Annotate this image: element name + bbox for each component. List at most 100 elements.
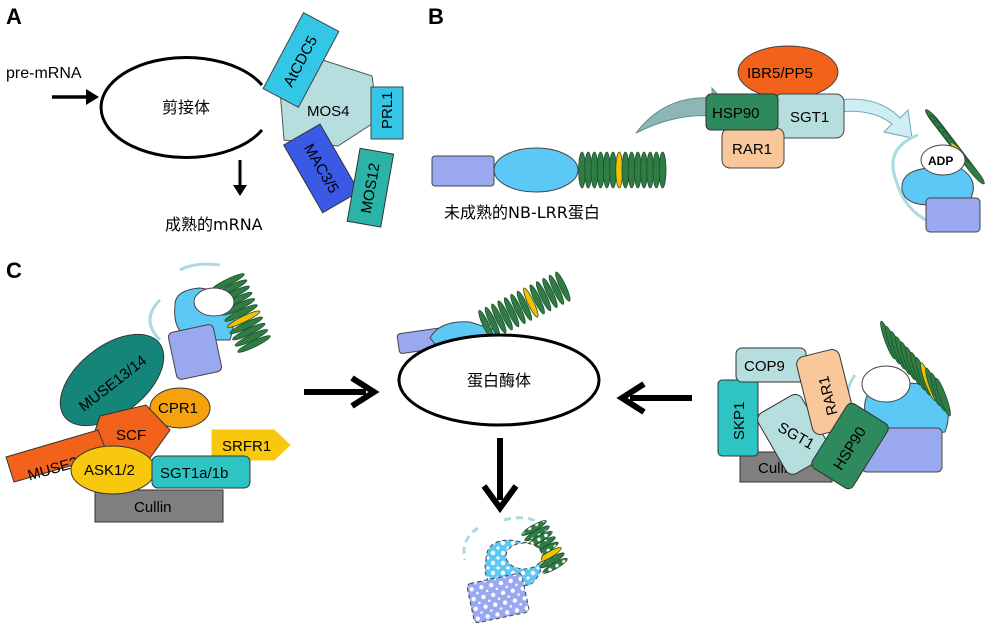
- mature-mrna-arrowhead: [233, 185, 247, 196]
- proteasome-shape: [397, 333, 601, 427]
- right-white-cap: [861, 365, 911, 403]
- rar1-label-b: RAR1: [732, 141, 772, 158]
- immature-lrr-domain: [578, 151, 667, 189]
- lrr-yellow-repeat: [226, 310, 261, 328]
- lrr-repeat: [529, 284, 545, 315]
- lrr-repeat: [658, 151, 667, 189]
- lrr-repeat: [590, 151, 599, 189]
- lrr-repeat: [516, 290, 533, 321]
- left-lavender-domain: [167, 324, 223, 380]
- lrr-repeat: [621, 151, 630, 189]
- lrr-repeat: [602, 151, 611, 189]
- hsp90-label-b: HSP90: [712, 105, 760, 122]
- lrr-repeat: [935, 377, 951, 417]
- curved-arrow-out: [837, 98, 913, 139]
- cpr1-shape: [149, 387, 211, 429]
- lrr-repeat: [503, 297, 520, 328]
- left-white-cap: [193, 287, 235, 317]
- hsp90-shape-c: [811, 402, 889, 490]
- lrr-repeat: [555, 271, 571, 302]
- right-lrr-domain: [880, 320, 951, 417]
- mac35-group: MAC3/5: [282, 123, 360, 214]
- lrr-repeat: [510, 294, 526, 324]
- degraded-linker-top: [503, 516, 541, 526]
- lrr-repeat: [640, 151, 648, 189]
- mos4-label: MOS4: [307, 103, 350, 120]
- lrr-repeat: [232, 322, 266, 341]
- skp1-label: SKP1: [731, 402, 748, 440]
- prl1-label: PRL1: [379, 91, 396, 129]
- left-linker-top: [179, 262, 221, 272]
- mature-blue-domain-b: [901, 167, 974, 206]
- arrowhead-down: [481, 484, 519, 514]
- atcdc5-shape: [262, 11, 340, 109]
- prl1-shape: [370, 86, 404, 140]
- panel-b-label: B: [428, 4, 444, 29]
- pre-mrna-arrowhead: [86, 89, 99, 105]
- pre-mrna-label: pre-mRNA: [6, 65, 82, 82]
- mature-mrna-label: 成熟的mRNA: [165, 215, 263, 234]
- degraded-lavender-domain: [466, 572, 530, 624]
- arrowhead-right-to-proteasome: [616, 381, 646, 415]
- cullin-label-left: Cullin: [134, 499, 172, 516]
- lrr-repeat: [646, 151, 654, 189]
- lrr-repeat: [542, 278, 558, 308]
- lrr-repeat: [548, 274, 565, 305]
- lrr-repeat: [578, 151, 586, 189]
- lrr-repeat: [627, 151, 636, 189]
- ask1-2-label: ASK1/2: [84, 462, 135, 479]
- lrr-repeat: [491, 303, 507, 334]
- cullin-shape-left: [94, 489, 224, 523]
- lrr-repeat: [652, 151, 661, 189]
- adp-shape: [920, 144, 966, 176]
- panel-c-label: C: [6, 258, 22, 283]
- mac35-shape: [282, 123, 360, 214]
- lrr-repeat: [633, 151, 642, 189]
- degraded-lrr-domain: [521, 520, 568, 574]
- immature-lavender-domain: [431, 155, 495, 187]
- lrr-repeat: [234, 329, 269, 347]
- arrowhead-left-to-proteasome: [350, 375, 380, 409]
- immature-label: 未成熟的NB-LRR蛋白: [444, 203, 600, 222]
- lrr-repeat: [609, 151, 617, 189]
- lrr-repeat: [237, 335, 271, 353]
- cpr1-label: CPR1: [158, 400, 198, 417]
- ibr5-pp5-label: IBR5/PP5: [747, 65, 813, 82]
- mos12-shape: [346, 147, 395, 228]
- panel-a-label: A: [6, 4, 22, 29]
- left-linker-side: [148, 298, 162, 342]
- srfr1-label: SRFR1: [222, 438, 271, 455]
- degraded-linker: [462, 526, 479, 561]
- lrr-repeat: [542, 557, 568, 574]
- mature-lavender-domain-b: [925, 197, 981, 233]
- lrr-repeat: [229, 316, 263, 335]
- lrr-repeat: [224, 304, 258, 322]
- degraded-white-cap: [505, 542, 543, 570]
- hsp90-group-c: HSP90: [811, 402, 889, 490]
- mature-linker-b: [891, 133, 931, 224]
- muse13-14-shape: [59, 333, 165, 427]
- adp-label: ADP: [928, 154, 953, 168]
- srfr1-shape: [211, 429, 291, 461]
- lrr-repeat: [584, 151, 592, 189]
- lrr-repeat: [535, 281, 552, 312]
- immature-blue-domain: [493, 147, 579, 193]
- lrr-repeat: [497, 300, 513, 331]
- lrr-yellow-repeat: [523, 287, 539, 318]
- sgt1-label-b: SGT1: [790, 109, 829, 126]
- center-lrr-domain: [478, 271, 571, 340]
- scf-label: SCF: [116, 427, 146, 444]
- mos12-group: MOS12: [346, 147, 395, 228]
- sgt1a-1b-label: SGT1a/1b: [160, 465, 228, 482]
- spliceosome-label: 剪接体: [162, 98, 210, 117]
- sgt1a-1b-shape: [151, 455, 251, 489]
- hsp90-shape-b: [705, 93, 779, 131]
- proteasome-label: 蛋白酶体: [467, 371, 531, 390]
- prl1-group: PRL1: [370, 86, 404, 140]
- lrr-yellow-repeat: [615, 151, 623, 189]
- spliceosome-ring: [99, 56, 264, 159]
- cop9-label: COP9: [744, 358, 785, 375]
- lrr-repeat: [596, 151, 605, 189]
